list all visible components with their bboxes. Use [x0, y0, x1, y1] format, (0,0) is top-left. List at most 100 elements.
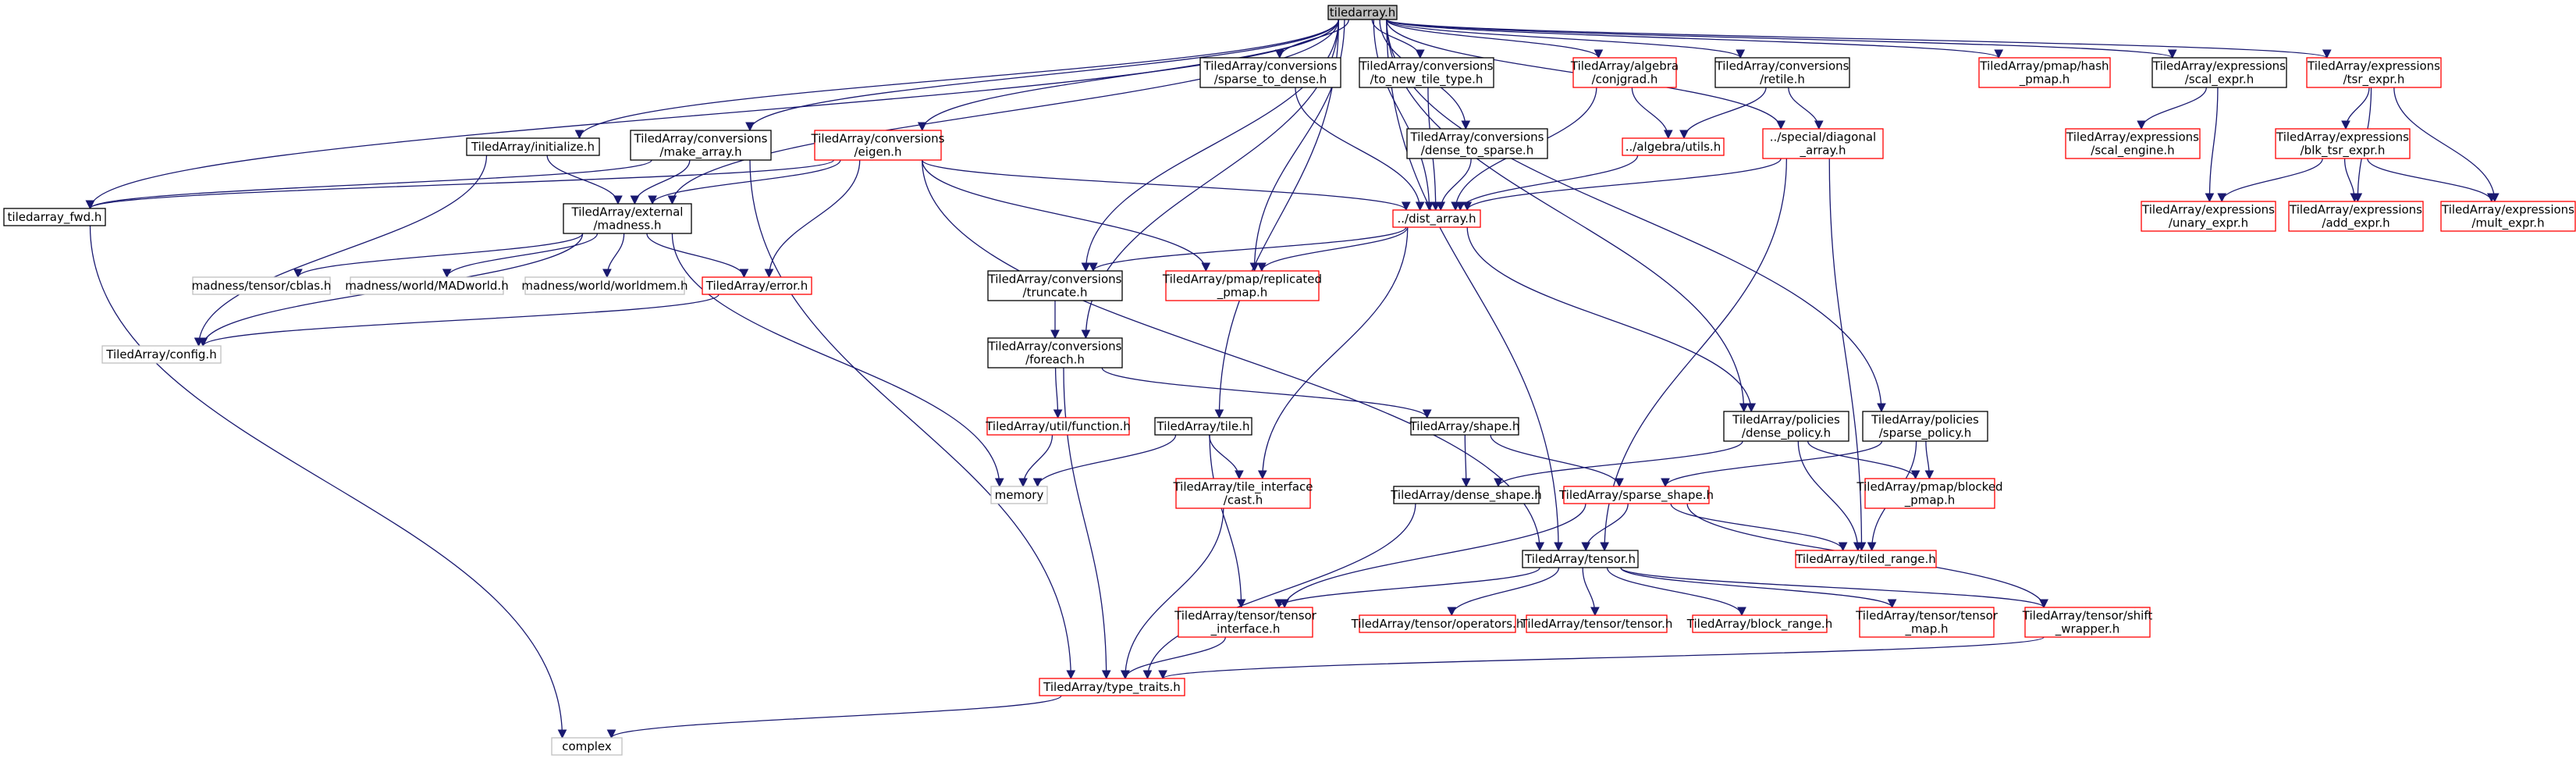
node-scalx[interactable]: TiledArray/expressions/scal_expr.h	[2151, 57, 2287, 88]
node-label: TiledArray/expressions	[2289, 203, 2422, 217]
include-edge-madness-to-wmem	[602, 233, 625, 279]
node-label: TiledArray/conversions	[1359, 59, 1494, 73]
node-dist[interactable]: ../dist_array.h	[1392, 209, 1481, 228]
node-tmap[interactable]: TiledArray/tensor/tensor_map.h	[1855, 607, 1999, 638]
node-label: TiledArray/policies	[1871, 413, 1979, 427]
node-shape[interactable]: TiledArray/shape.h	[1409, 417, 1520, 436]
node-foreach[interactable]: TiledArray/conversions/foreach.h	[987, 337, 1123, 369]
node-label: /eigen.h	[855, 145, 902, 159]
node-box	[1864, 478, 1995, 509]
node-s2d[interactable]: TiledArray/conversions/sparse_to_dense.h	[1199, 57, 1341, 88]
include-edge-tensor-to-brange	[1606, 567, 1746, 617]
node-ttraits[interactable]: TiledArray/type_traits.h	[1039, 678, 1185, 696]
node-tnt[interactable]: TiledArray/conversions/to_new_tile_type.…	[1359, 57, 1494, 88]
node-label: TiledArray/block_range.h	[1686, 617, 1832, 632]
node-ufunc[interactable]: TiledArray/util/function.h	[985, 417, 1131, 436]
include-edge-mkarr-to-madness	[630, 159, 691, 205]
include-edge-eigen-to-fwd	[86, 159, 834, 210]
node-label: /scal_expr.h	[2185, 73, 2254, 87]
include-edge-root-to-trunc	[1081, 19, 1339, 272]
node-init[interactable]: TiledArray/initialize.h	[466, 137, 600, 156]
node-label: TiledArray/tensor/tensor	[1174, 609, 1317, 623]
node-sshape[interactable]: TiledArray/sparse_shape.h	[1558, 486, 1714, 504]
include-edge-root-to-madness	[667, 19, 1339, 205]
node-tcast[interactable]: TiledArray/tile_interface/cast.h	[1172, 478, 1313, 509]
include-edge-root-to-tensor	[1386, 19, 1563, 552]
node-hashp[interactable]: TiledArray/pmap/hash_pmap.h	[1978, 57, 2111, 88]
node-blktsr[interactable]: TiledArray/expressions/blk_tsr_expr.h	[2275, 128, 2411, 159]
include-edge-madness-to-err	[646, 233, 749, 279]
node-box	[1795, 550, 1937, 568]
node-label: TiledArray/tensor/tensor.h	[1520, 617, 1673, 631]
node-label: complex	[562, 739, 612, 753]
node-box	[1393, 486, 1540, 504]
include-edge-dist-to-repl	[1257, 226, 1409, 272]
node-tensor[interactable]: TiledArray/tensor.h	[1522, 550, 1639, 568]
node-label: TiledArray/expressions	[2276, 130, 2409, 144]
node-dshape[interactable]: TiledArray/dense_shape.h	[1390, 486, 1542, 504]
node-unary[interactable]: TiledArray/expressions/unary_expr.h	[2141, 201, 2276, 232]
node-label: TiledArray/external	[571, 205, 684, 219]
node-trunc[interactable]: TiledArray/conversions/truncate.h	[987, 270, 1123, 301]
node-label: TiledArray/tensor/operators.h	[1351, 617, 1524, 631]
node-densep[interactable]: TiledArray/policies/dense_policy.h	[1723, 411, 1849, 442]
node-label: /dense_policy.h	[1742, 426, 1831, 441]
node-label: /blk_tsr_expr.h	[2301, 144, 2386, 158]
node-box	[702, 276, 812, 295]
node-label: /sparse_to_dense.h	[1214, 73, 1327, 87]
node-trange[interactable]: TiledArray/tiled_range.h	[1795, 550, 1937, 568]
include-edge-foreach-to-ttraits	[1063, 367, 1111, 680]
include-edge-conj-to-autils	[1631, 87, 1673, 140]
node-box	[1392, 209, 1481, 228]
node-blocked[interactable]: TiledArray/pmap/blocked_pmap.h	[1856, 478, 2003, 509]
node-label: TiledArray/shape.h	[1409, 419, 1520, 433]
node-fwd[interactable]: tiledarray_fwd.h	[3, 208, 106, 226]
node-retile[interactable]: TiledArray/conversions/retile.h	[1714, 57, 1850, 88]
node-label: TiledArray/config.h	[105, 347, 216, 361]
include-edge-s2d-to-dist	[1295, 87, 1425, 212]
include-edge-root-to-retile	[1386, 19, 1745, 59]
node-mkarr[interactable]: TiledArray/conversions/make_array.h	[630, 130, 772, 161]
include-edge-root-to-repl	[1249, 19, 1345, 272]
node-box	[1359, 614, 1516, 633]
node-multx[interactable]: TiledArray/expressions/mult_expr.h	[2440, 201, 2576, 232]
node-madness[interactable]: TiledArray/external/madness.h	[563, 203, 692, 234]
node-label: madness/world/MADworld.h	[345, 279, 508, 293]
include-edge-err-to-config	[198, 294, 720, 347]
include-edge-madness-to-madw	[442, 233, 599, 279]
node-scaleng[interactable]: TiledArray/expressions/scal_engine.h	[2065, 128, 2201, 159]
include-edge-root-to-conj	[1386, 19, 1604, 59]
node-addx[interactable]: TiledArray/expressions/add_expr.h	[2288, 201, 2424, 232]
node-brange[interactable]: TiledArray/block_range.h	[1686, 614, 1832, 633]
node-err[interactable]: TiledArray/error.h	[702, 276, 812, 295]
node-tile[interactable]: TiledArray/tile.h	[1154, 417, 1252, 436]
node-box	[2141, 201, 2276, 232]
include-edge-scalx-to-unary	[2205, 87, 2219, 203]
include-edge-root-to-tsrx	[1386, 19, 2332, 59]
include-edge-tensor-to-ttensor	[1582, 567, 1600, 617]
node-label: _interface.h	[1210, 622, 1281, 637]
node-label: TiledArray/pmap/replicated	[1162, 272, 1322, 287]
node-tsrx[interactable]: TiledArray/expressions/tsr_expr.h	[2306, 57, 2442, 88]
include-edge-tsrx-to-multx	[2393, 87, 2500, 203]
node-box	[1762, 128, 1884, 159]
node-shiftw[interactable]: TiledArray/tensor/shift_wrapper.h	[2022, 607, 2153, 638]
node-conj[interactable]: TiledArray/algebra/conjgrad.h	[1570, 57, 1679, 88]
node-tiface[interactable]: TiledArray/tensor/tensor_interface.h	[1174, 607, 1317, 638]
node-d2s[interactable]: TiledArray/conversions/dense_to_sparse.h	[1406, 128, 1548, 159]
include-edge-blktsr-to-multx	[2367, 158, 2496, 203]
node-eigen[interactable]: TiledArray/conversions/eigen.h	[811, 130, 945, 161]
node-ttensor[interactable]: TiledArray/tensor/tensor.h	[1520, 614, 1673, 633]
node-repl[interactable]: TiledArray/pmap/replicated_pmap.h	[1162, 270, 1322, 301]
node-tops[interactable]: TiledArray/tensor/operators.h	[1351, 614, 1524, 633]
include-edge-tile-to-tcast	[1209, 434, 1244, 480]
node-autils[interactable]: ../algebra/utils.h	[1622, 137, 1725, 156]
node-sparsep[interactable]: TiledArray/policies/sparse_policy.h	[1862, 411, 1988, 442]
node-box	[1563, 486, 1710, 504]
node-label: TiledArray/dense_shape.h	[1390, 488, 1542, 503]
node-label: /madness.h	[593, 219, 661, 233]
node-diag[interactable]: ../special/diagonal_array.h	[1762, 128, 1884, 159]
include-edge-eigen-to-repl	[922, 159, 1211, 272]
node-label: /unary_expr.h	[2169, 216, 2248, 231]
